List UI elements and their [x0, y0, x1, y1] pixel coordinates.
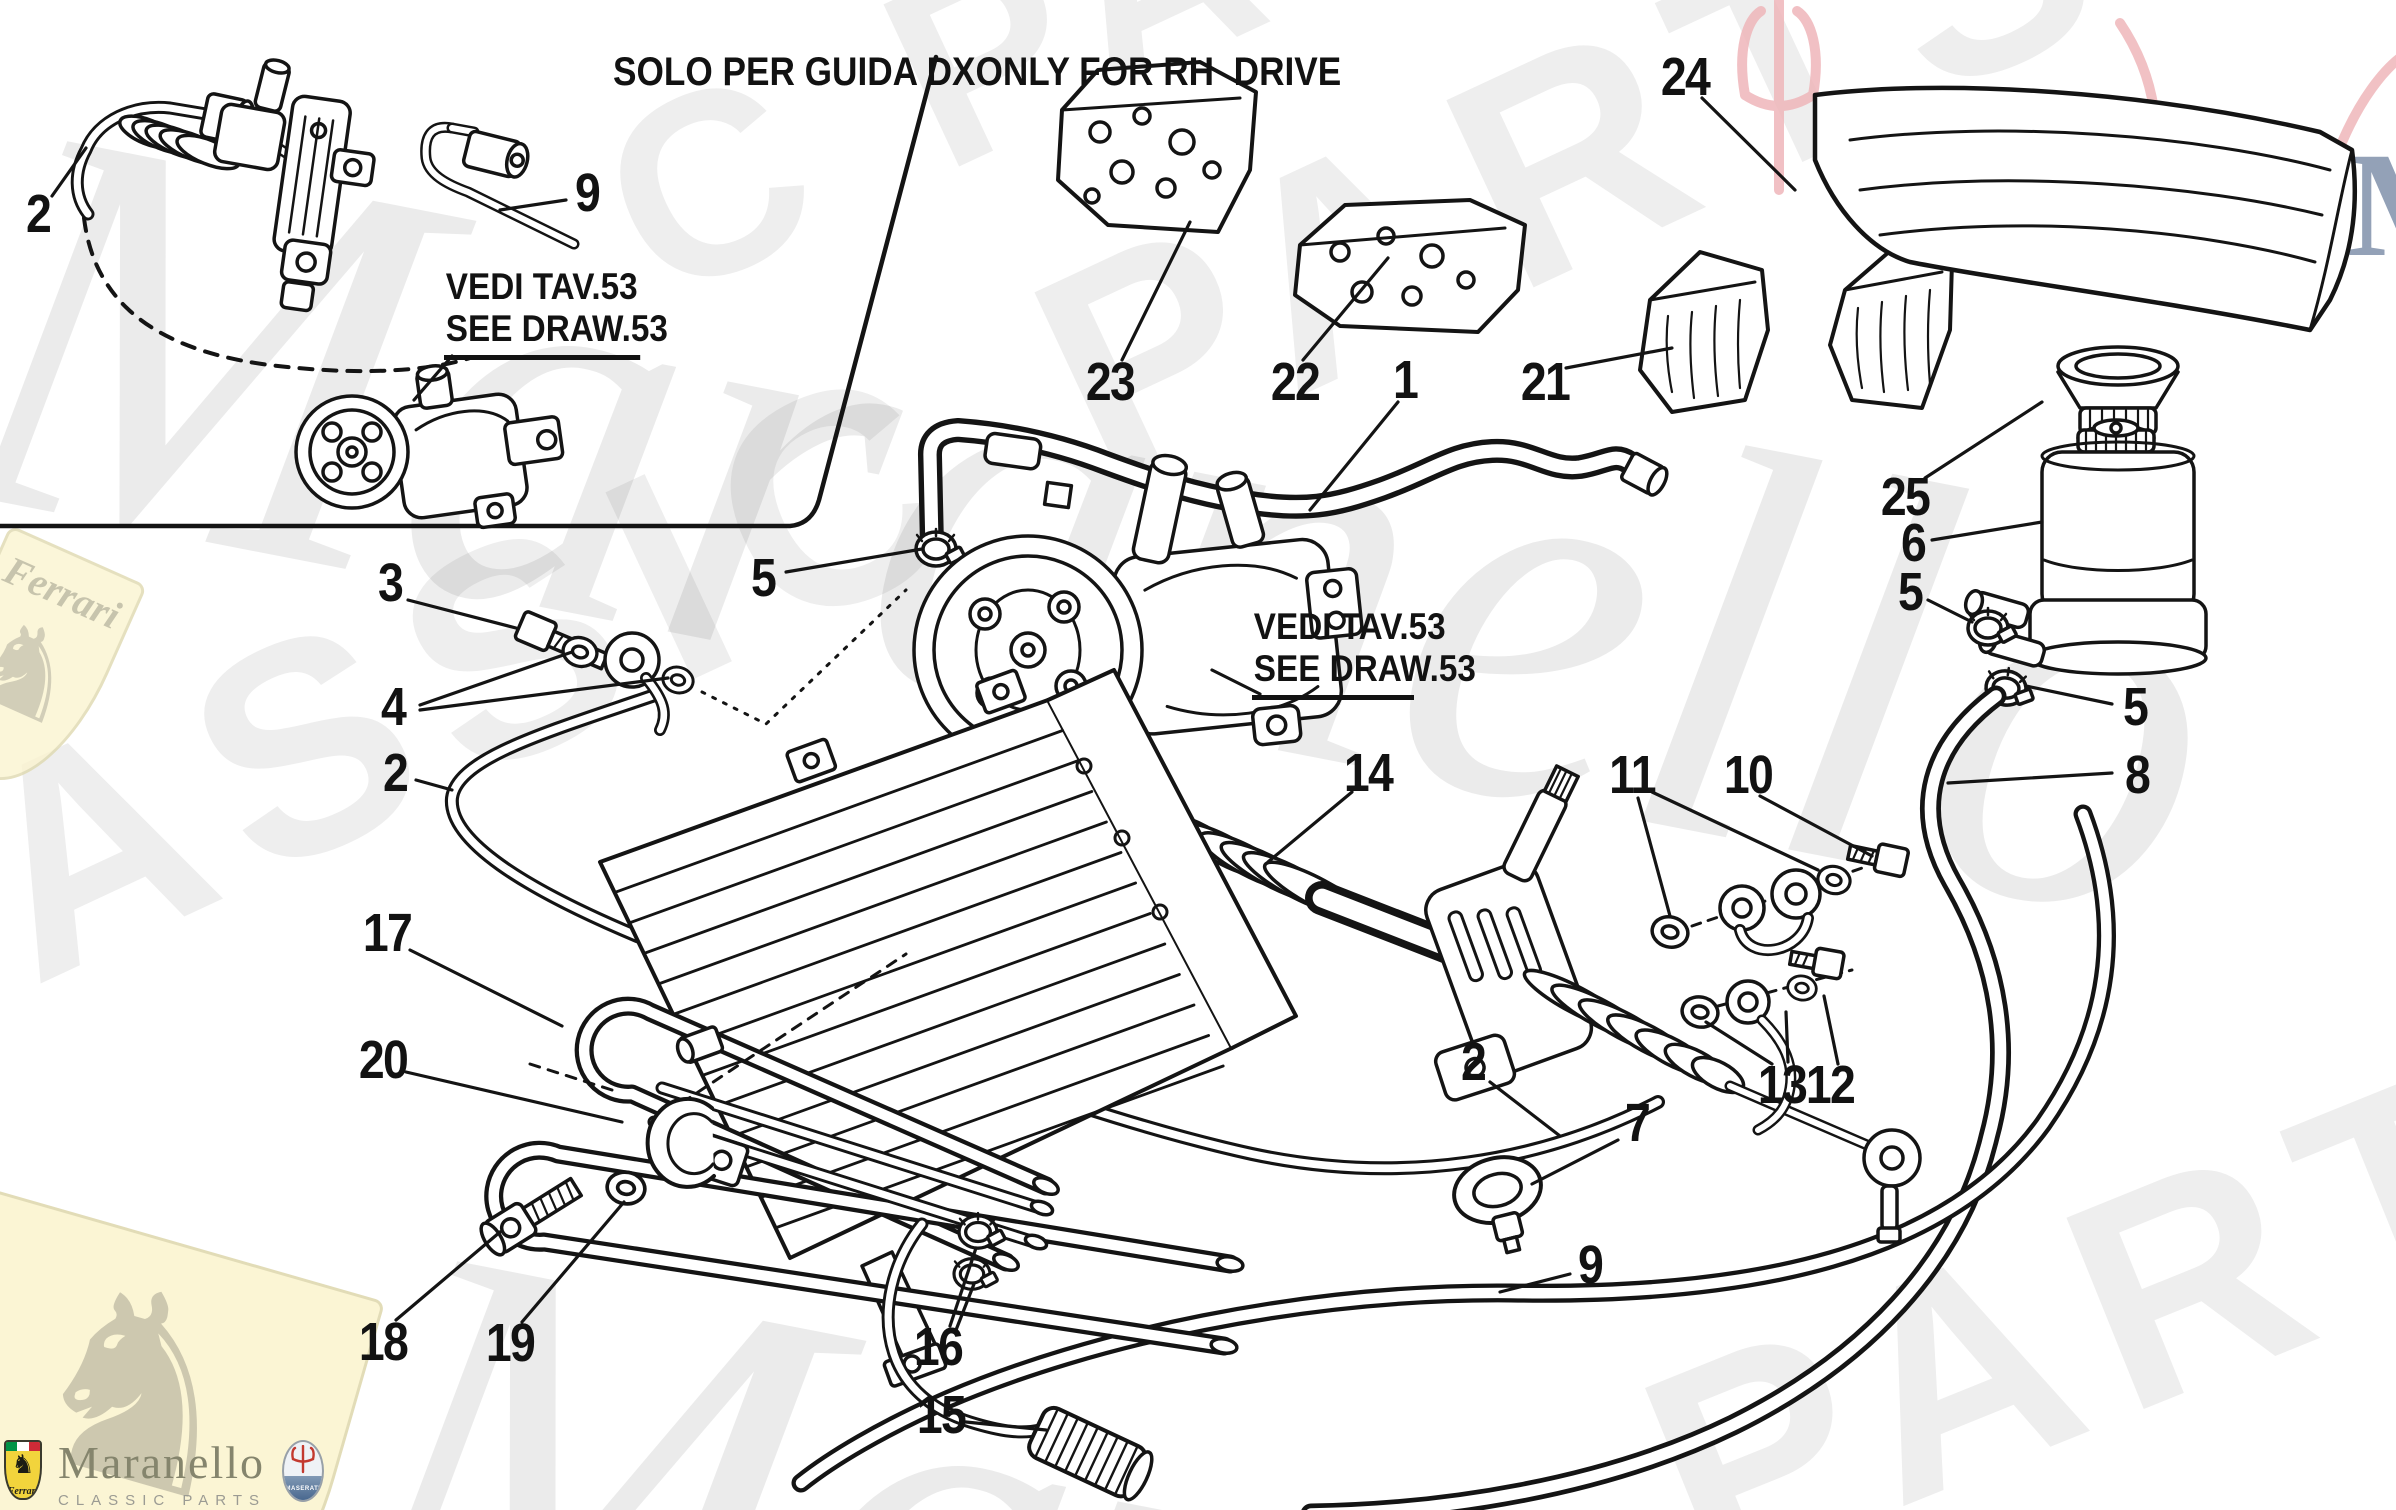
maserati-badge: MASERATI [281, 1440, 324, 1502]
washer-13a [1677, 991, 1723, 1033]
callout-10: 10 [1723, 745, 1774, 805]
callout-19: 19 [485, 1313, 536, 1373]
callout-18: 18 [358, 1312, 409, 1372]
rack-fittings-lower [1716, 946, 1854, 1136]
washer-13b [1784, 971, 1820, 1005]
callout-9: 9 [1577, 1235, 1604, 1295]
callout-9: 9 [574, 163, 601, 223]
brand-name: Maranello [58, 1437, 266, 1488]
inset-note: SOLO PER GUIDA DXONLY FOR RH DRIVE [613, 50, 1342, 94]
pipe-clamp-grommet [645, 1096, 750, 1189]
callout-3: 3 [377, 553, 404, 613]
gasket-bag-23 [1056, 60, 1258, 234]
callout-2: 2 [1460, 1032, 1487, 1092]
inset-divider [0, 54, 939, 529]
callout-21: 21 [1520, 352, 1571, 412]
callout-11: 11 [1609, 745, 1656, 805]
sleeve-bag-24 [1812, 85, 2358, 333]
reservoir-bottle [1963, 418, 2208, 676]
callout-15: 15 [916, 1385, 967, 1445]
callout-13: 13 [1757, 1055, 1808, 1115]
prancing-horse-icon: ♞ [11, 1450, 35, 1480]
ferrari-shield-badge: ♞ Ferrari [4, 1440, 42, 1500]
maranello-logo: ♞ Ferrari Maranello CLASSIC PARTS MASERA… [4, 1440, 324, 1509]
callout-4: 4 [380, 677, 407, 737]
retainer-bracket [1452, 1155, 1543, 1255]
callout-14: 14 [1343, 743, 1394, 803]
gasket-bag-22 [1293, 198, 1527, 334]
callout-16: 16 [913, 1317, 964, 1377]
trident-icon [291, 1445, 315, 1474]
callout-24: 24 [1660, 47, 1711, 107]
callout-23: 23 [1085, 352, 1136, 412]
callout-5: 5 [750, 548, 777, 608]
brand-tagline: CLASSIC PARTS [58, 1492, 266, 1509]
suction-hose [918, 418, 1669, 558]
callout-25: 25 [1880, 467, 1931, 527]
washer-4b [658, 662, 698, 698]
callout-6: 6 [1900, 513, 1927, 573]
rh-drive-valve-assembly [118, 58, 376, 313]
callout-5: 5 [1897, 562, 1924, 622]
rh-drive-pipe [420, 121, 580, 250]
maserati-label: MASERATI [283, 1475, 322, 1500]
callout-2: 2 [25, 184, 52, 244]
callout-2: 2 [382, 743, 409, 803]
rack-fittings-upper [1690, 842, 1910, 957]
ferrari-label: Ferrari [7, 1486, 39, 1497]
corrugated-hose [1027, 1405, 1154, 1502]
callout-22: 22 [1270, 352, 1321, 412]
gasket-bag-21 [1638, 250, 1770, 414]
callout-8: 8 [2124, 745, 2151, 805]
callout-12: 12 [1805, 1055, 1856, 1115]
callout-7: 7 [1624, 1093, 1651, 1153]
washer-11a [1647, 911, 1693, 953]
callout-20: 20 [358, 1030, 409, 1090]
italian-stripes [6, 1442, 40, 1451]
low-pressure-hose-9 [791, 804, 2116, 1493]
bolt-18 [479, 1176, 584, 1257]
callout-17: 17 [362, 903, 413, 963]
callout-1: 1 [1392, 350, 1419, 410]
callout-5: 5 [2122, 677, 2149, 737]
